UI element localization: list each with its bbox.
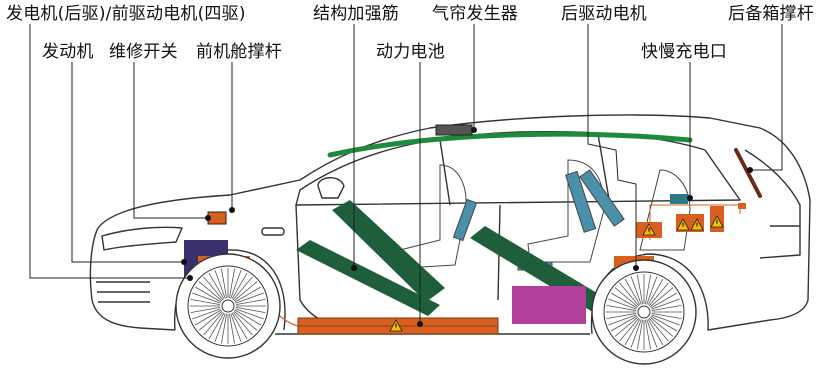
wheel-spoke xyxy=(614,287,639,308)
leader-lines xyxy=(29,24,783,324)
wheel-spoke xyxy=(630,319,642,348)
wheel-spoke xyxy=(234,309,262,326)
seat-panel-1 xyxy=(565,170,597,233)
wheel-spoke xyxy=(214,270,226,299)
wheel-spoke xyxy=(610,315,638,332)
wheel-spoke xyxy=(610,292,638,309)
wheel-spoke xyxy=(203,276,224,301)
label-tailgate-strut: 后备箱撑杆 xyxy=(728,4,814,24)
high-voltage-box xyxy=(512,286,586,324)
wheel-spoke xyxy=(651,298,680,310)
airbag-curtain-rail xyxy=(327,131,693,158)
wheel-spoke xyxy=(194,286,222,303)
wheel-spoke xyxy=(232,311,253,336)
wheel-spoke xyxy=(646,319,658,348)
label-fast-charge-port: 快慢充电口 xyxy=(641,42,727,62)
wheel-spoke xyxy=(233,310,258,331)
label-reinforcement: 结构加强筋 xyxy=(313,4,399,24)
wheel-spoke xyxy=(233,281,258,302)
wheel-spoke xyxy=(647,318,664,346)
wheel-spoke xyxy=(606,305,637,312)
wheel-spoke xyxy=(644,274,651,305)
seat-panel-2 xyxy=(579,169,625,227)
label-generator: 发电机(后驱)/前驱动电机(四驱) xyxy=(6,4,246,24)
wheel-spoke xyxy=(630,276,642,305)
wheel-spoke xyxy=(650,292,678,309)
wheel-spoke xyxy=(235,306,266,313)
wheel-spoke xyxy=(230,270,242,299)
charge-port-module xyxy=(670,194,688,204)
wheel-spoke xyxy=(208,312,225,340)
wheel-spoke xyxy=(235,299,266,306)
wheel-spoke xyxy=(235,308,264,320)
wheel-spoke xyxy=(649,287,674,308)
wheel-spoke xyxy=(231,272,248,300)
wheel-spoke xyxy=(208,272,225,300)
wheel-spoke xyxy=(614,316,639,337)
wheel-spoke xyxy=(198,281,223,302)
wheel-spoke xyxy=(624,318,641,346)
wheel-spoke xyxy=(190,306,221,313)
wheel-spoke xyxy=(648,282,669,307)
wheel-spoke xyxy=(651,305,682,312)
wheel-spoke xyxy=(228,268,235,299)
wheel-spoke xyxy=(648,317,669,342)
label-battery: 动力电池 xyxy=(376,42,445,62)
wheel-spoke xyxy=(649,316,674,337)
wheel-spoke xyxy=(637,274,644,305)
wheel-spoke xyxy=(194,309,222,326)
wheel-spoke xyxy=(192,292,221,304)
wheel-spoke xyxy=(608,298,637,310)
reinforcement-bar-lower xyxy=(296,240,440,316)
wheel-spoke xyxy=(637,319,644,350)
wheel-spoke xyxy=(624,278,641,306)
wheel-spoke xyxy=(214,313,226,342)
wheel-spoke xyxy=(190,299,221,306)
wheel-spoke xyxy=(651,314,680,326)
wheel-spoke xyxy=(608,314,637,326)
wheel-spoke xyxy=(606,312,637,319)
wheel-spoke xyxy=(650,315,678,332)
wheel-spoke xyxy=(644,319,651,350)
seat-panel-4 xyxy=(452,198,478,242)
wheel-spoke xyxy=(203,311,224,336)
wheel-spoke xyxy=(235,292,264,304)
tailgate-strut xyxy=(734,148,762,198)
rear-wheel xyxy=(591,259,697,365)
label-hood-strut: 前机舱撑杆 xyxy=(196,42,282,62)
label-rear-motor: 后驱动电机 xyxy=(561,4,647,24)
wheel-spoke xyxy=(231,312,248,340)
wheel-spoke xyxy=(228,313,235,344)
wheel-spoke xyxy=(232,276,253,301)
wheel-spoke xyxy=(192,308,221,320)
wheel-spoke xyxy=(230,313,242,342)
callout-dot-icon xyxy=(181,127,753,327)
wheel-spoke xyxy=(234,286,262,303)
label-service-switch: 维修开关 xyxy=(109,42,178,62)
label-airbag-inflator: 气帘发生器 xyxy=(432,4,518,24)
wheel-spoke xyxy=(221,313,228,344)
front-wheel xyxy=(175,253,281,359)
wheel-spoke xyxy=(619,317,640,342)
wheel-spoke xyxy=(651,312,682,319)
wheel-spoke xyxy=(221,268,228,299)
wheel-spoke xyxy=(646,276,658,305)
wheel-spoke xyxy=(198,310,223,331)
wheel-spoke xyxy=(619,282,640,307)
label-engine: 发动机 xyxy=(42,42,94,62)
reinforcement-bar-front xyxy=(332,200,445,302)
wheel-spoke xyxy=(647,278,664,306)
airbag-inflator-box xyxy=(435,124,473,136)
